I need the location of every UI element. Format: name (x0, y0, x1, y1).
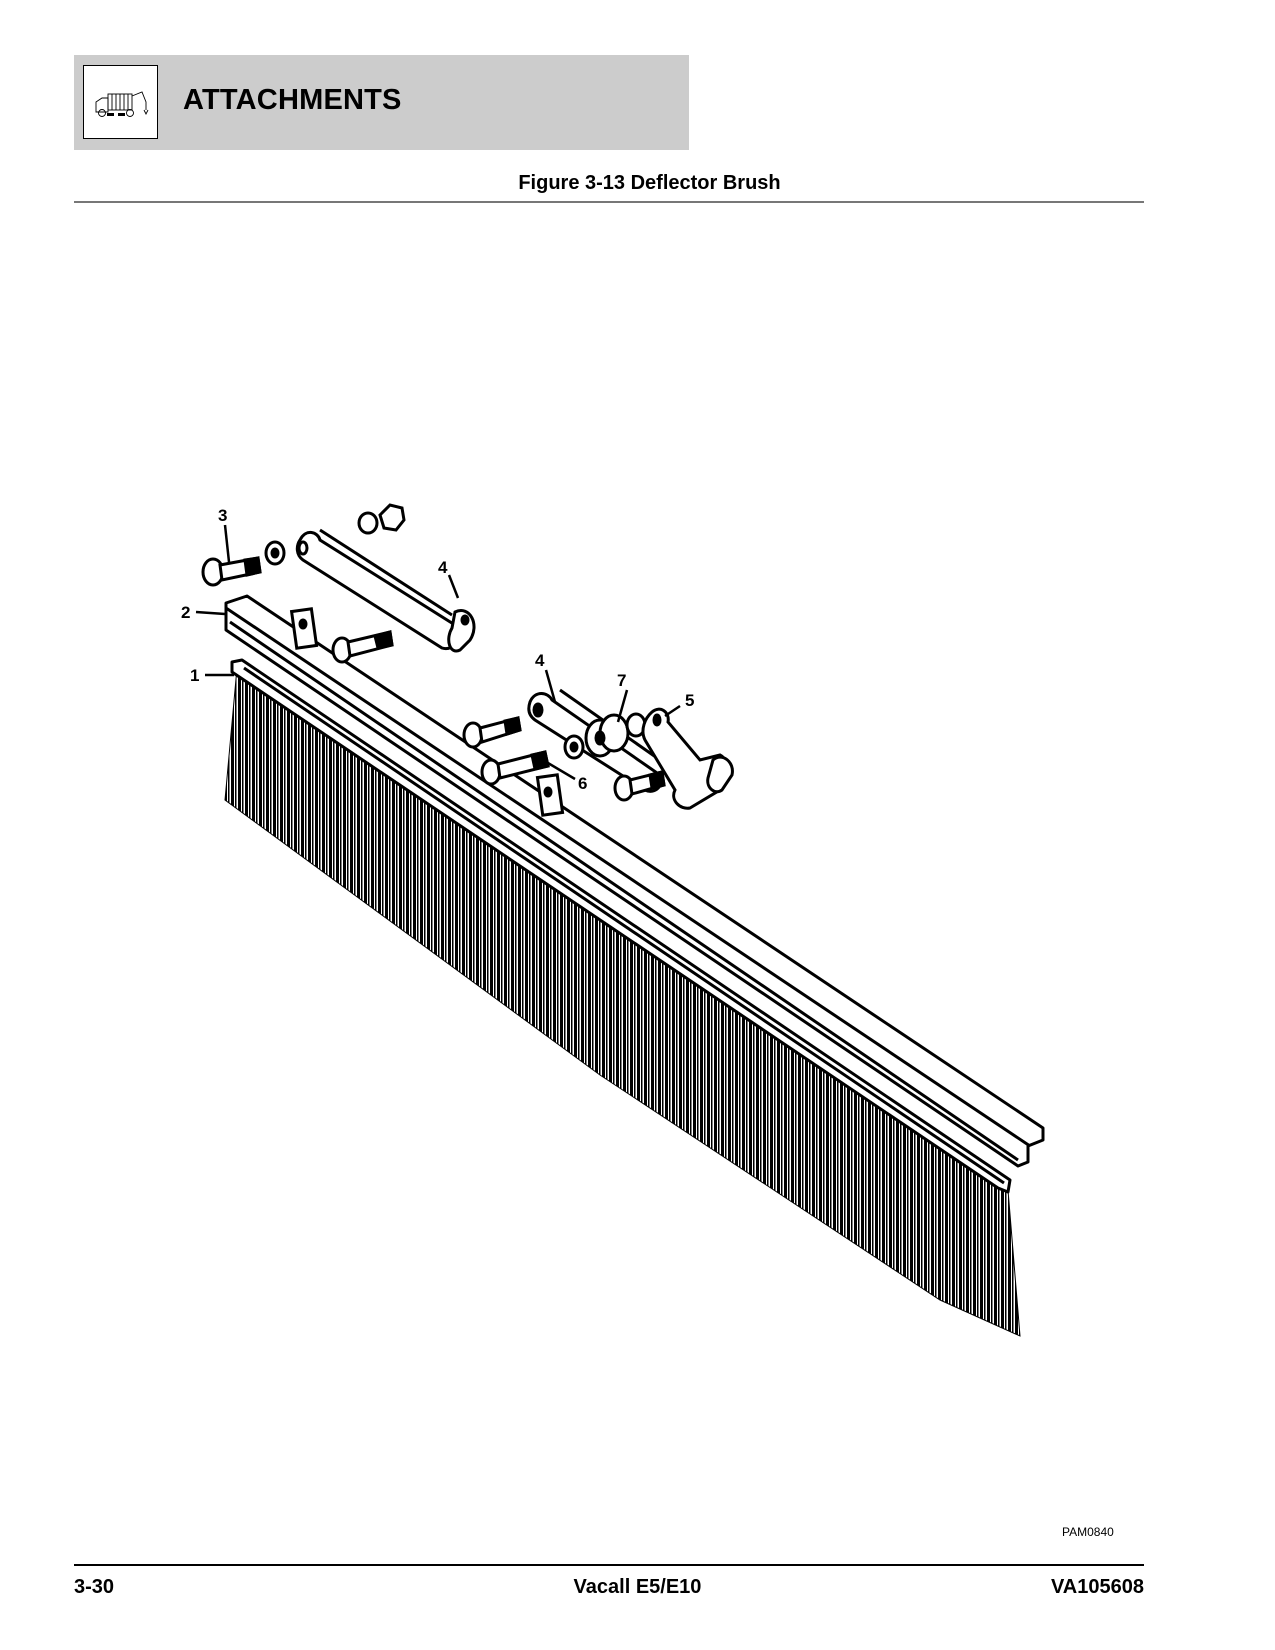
vacuum-truck-icon (95, 91, 149, 117)
product-name: Vacall E5/E10 (573, 1576, 702, 1598)
channel-bar (224, 594, 1045, 1168)
leader-lines (195, 524, 681, 781)
callout-5: 5 (685, 691, 695, 710)
brush-strip (230, 658, 1012, 1194)
doc-number: VA105608 (1050, 1576, 1144, 1598)
callout-1: 1 (190, 666, 200, 685)
callout-4-lower: 4 (535, 651, 545, 670)
callout-3: 3 (218, 506, 228, 525)
section-icon-box (83, 65, 158, 139)
upper-hardware (201, 503, 476, 664)
lower-hardware (462, 688, 734, 817)
page-number: 3-30 (74, 1576, 115, 1598)
callout-2: 2 (181, 603, 191, 622)
title-rule (74, 201, 1144, 203)
drawing-id: PAM0840 (1062, 1525, 1114, 1539)
section-header-band (74, 55, 689, 150)
section-title: ATTACHMENTS (183, 84, 402, 116)
figure-title-text: Figure 3-13 Deflector Brush (518, 172, 781, 194)
callout-7: 7 (617, 671, 627, 690)
figure-title: Figure 3-13 Deflector Brush (0, 172, 1275, 195)
footer-rule (74, 1564, 1144, 1566)
callout-6: 6 (578, 774, 588, 793)
callout-4-upper: 4 (438, 558, 448, 577)
